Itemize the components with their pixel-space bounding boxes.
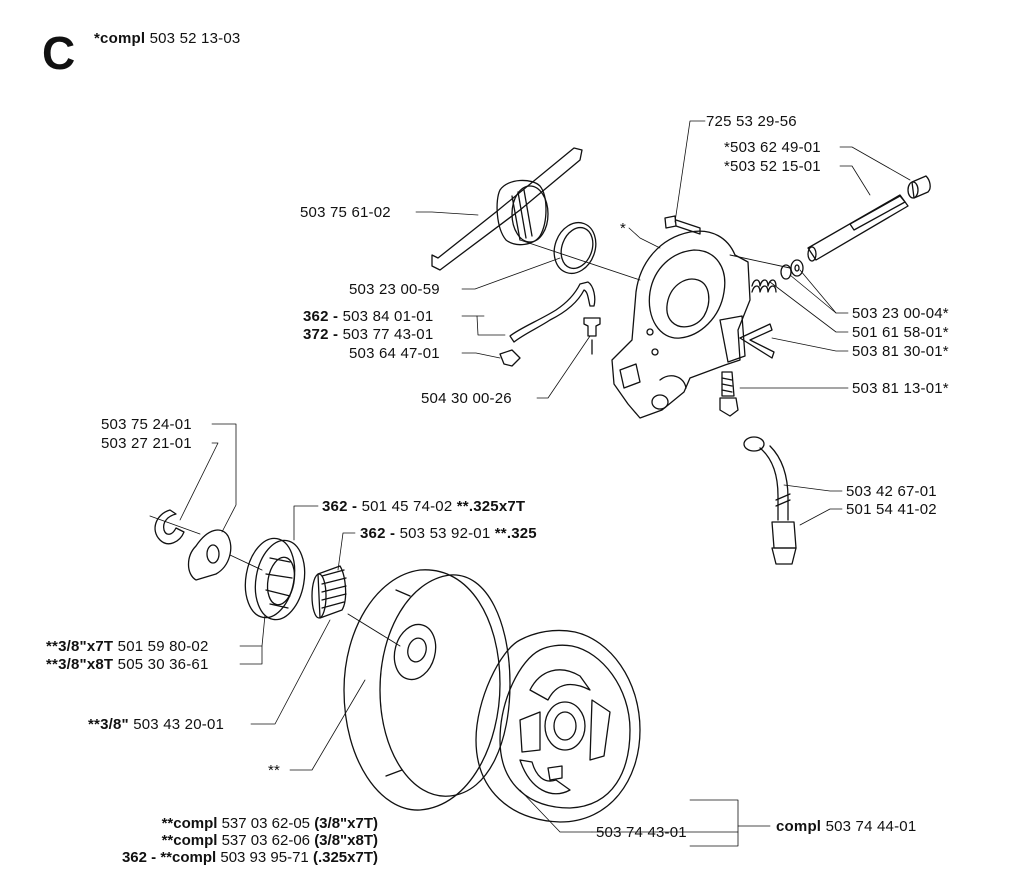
- label-503-23-00-04: 503 23 00-04*: [852, 305, 949, 322]
- circlip-part: [154, 509, 185, 545]
- spring-washer-parts: [751, 259, 804, 293]
- kit-list: **compl 537 03 62-05 (3/8"x7T) **compl 5…: [40, 815, 378, 866]
- model-prefix-362: 362 -: [322, 498, 358, 515]
- o-ring-part: [553, 221, 597, 275]
- variant-note: **.325: [494, 525, 537, 542]
- label-pump-star: *: [620, 220, 627, 237]
- kit-variant: (.325x7T): [312, 849, 378, 866]
- kit-number: 537 03 62-06: [221, 832, 311, 849]
- label-503-64-47-01: 503 64 47-01: [349, 345, 440, 362]
- label-503-81-30-01: 503 81 30-01*: [852, 343, 949, 360]
- adjusting-screw-part: [719, 371, 739, 417]
- part-number: 503 84 01-01: [342, 308, 434, 325]
- variant-note: **.325x7T: [456, 498, 526, 515]
- kit-compl: **compl: [161, 815, 218, 832]
- kit-list-item: **compl 537 03 62-05 (3/8"x7T): [40, 815, 378, 832]
- section-letter: C: [42, 27, 76, 79]
- part-number: 503 77 43-01: [342, 326, 434, 343]
- assembly-compl-label: *compl 503 52 13-03: [94, 30, 240, 47]
- label-503-62-49-01: *503 62 49-01: [724, 139, 821, 156]
- label-503-75-61-02: 503 75 61-02: [300, 204, 391, 221]
- compl-number: 503 52 13-03: [149, 30, 241, 47]
- label-504-30-00-26: 504 30 00-26: [421, 390, 512, 407]
- oil-pipe-part: [743, 436, 797, 565]
- part-number: 503 43 20-01: [133, 716, 225, 733]
- label-503-74-43-01: 503 74 43-01: [596, 824, 687, 841]
- label-503-81-13-01: 503 81 13-01*: [852, 380, 949, 397]
- kit-compl: **compl: [160, 849, 217, 866]
- variant-prefix: **3/8": [88, 716, 129, 733]
- drive-plate-part: [431, 147, 583, 271]
- clamp-part: [499, 349, 521, 367]
- axis-lines: [149, 239, 791, 647]
- label-362-503-53-92-01: 362 - 503 53 92-01 **.325: [360, 525, 537, 542]
- label-362-503-84-01-01: 362 - 503 84 01-01: [303, 308, 433, 325]
- part-number: 503 74 44-01: [825, 818, 917, 835]
- leader-lines: [179, 120, 911, 847]
- kit-variant: (3/8"x7T): [314, 815, 378, 832]
- kit-compl: **compl: [161, 832, 218, 849]
- label-503-75-24-01: 503 75 24-01: [101, 416, 192, 433]
- part-number: 501 45 74-02: [361, 498, 453, 515]
- label-372-503-77-43-01: 372 - 503 77 43-01: [303, 326, 433, 343]
- kit-prefix: 362 -: [121, 849, 157, 866]
- part-number: 503 53 92-01: [399, 525, 491, 542]
- label-503-23-00-59: 503 23 00-59: [349, 281, 440, 298]
- label-501-61-58-01: 501 61 58-01*: [852, 324, 949, 341]
- kit-number: 537 03 62-05: [221, 815, 311, 832]
- washer-part: [187, 529, 232, 581]
- compl-prefix: *compl: [94, 30, 146, 47]
- screw-part: [664, 215, 701, 235]
- part-number: 505 30 36-61: [117, 656, 209, 673]
- label-3-8-x8t-505-30-36-61: **3/8"x8T 505 30 36-61: [46, 656, 208, 673]
- label-362-501-45-74-02: 362 - 501 45 74-02 **.325x7T: [322, 498, 525, 515]
- pump-shaft-part: [807, 175, 931, 262]
- model-prefix-372: 372 -: [303, 326, 339, 343]
- needle-bearing-part: [311, 565, 347, 619]
- kit-list-item: 362 - **compl 503 93 95-71 (.325x7T): [40, 849, 378, 866]
- clip-part: [739, 323, 775, 359]
- kit-variant: (3/8"x8T): [314, 832, 378, 849]
- clutch-drum-part: [343, 569, 511, 811]
- kit-list-item: **compl 537 03 62-06 (3/8"x8T): [40, 832, 378, 849]
- oil-hose-part: [509, 281, 596, 343]
- bushing-part: [583, 317, 601, 355]
- model-prefix-362: 362 -: [360, 525, 396, 542]
- model-prefix-362: 362 -: [303, 308, 339, 325]
- rim-sprocket-part: [244, 537, 306, 621]
- label-3-8-503-43-20-01: **3/8" 503 43 20-01: [88, 716, 224, 733]
- label-compl-503-74-44-01: compl 503 74 44-01: [776, 818, 916, 835]
- part-number: 501 59 80-02: [117, 638, 209, 655]
- label-503-27-21-01: 503 27 21-01: [101, 435, 192, 452]
- label-725-53-29-56: 725 53 29-56: [706, 113, 797, 130]
- variant-prefix: **3/8"x8T: [46, 656, 114, 673]
- variant-prefix: **3/8"x7T: [46, 638, 114, 655]
- label-3-8-x7t-501-59-80-02: **3/8"x7T 501 59 80-02: [46, 638, 208, 655]
- label-501-54-41-02: 501 54 41-02: [846, 501, 937, 518]
- label-503-42-67-01: 503 42 67-01: [846, 483, 937, 500]
- label-503-52-15-01: *503 52 15-01: [724, 158, 821, 175]
- label-double-star: **: [268, 762, 281, 779]
- kit-number: 503 93 95-71: [220, 849, 309, 866]
- oil-pump-body: [611, 230, 751, 419]
- compl-word: compl: [776, 818, 822, 835]
- clutch-shoes-part: [475, 629, 641, 823]
